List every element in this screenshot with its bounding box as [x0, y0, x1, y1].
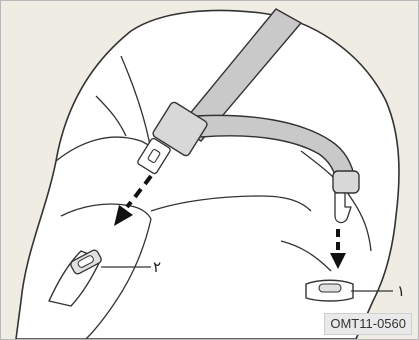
anchor-1: [306, 280, 353, 301]
figure-code: OMT11-0560: [324, 313, 412, 335]
callout-label-1: ١: [397, 282, 405, 300]
callout-label-2: ٢: [153, 258, 161, 276]
